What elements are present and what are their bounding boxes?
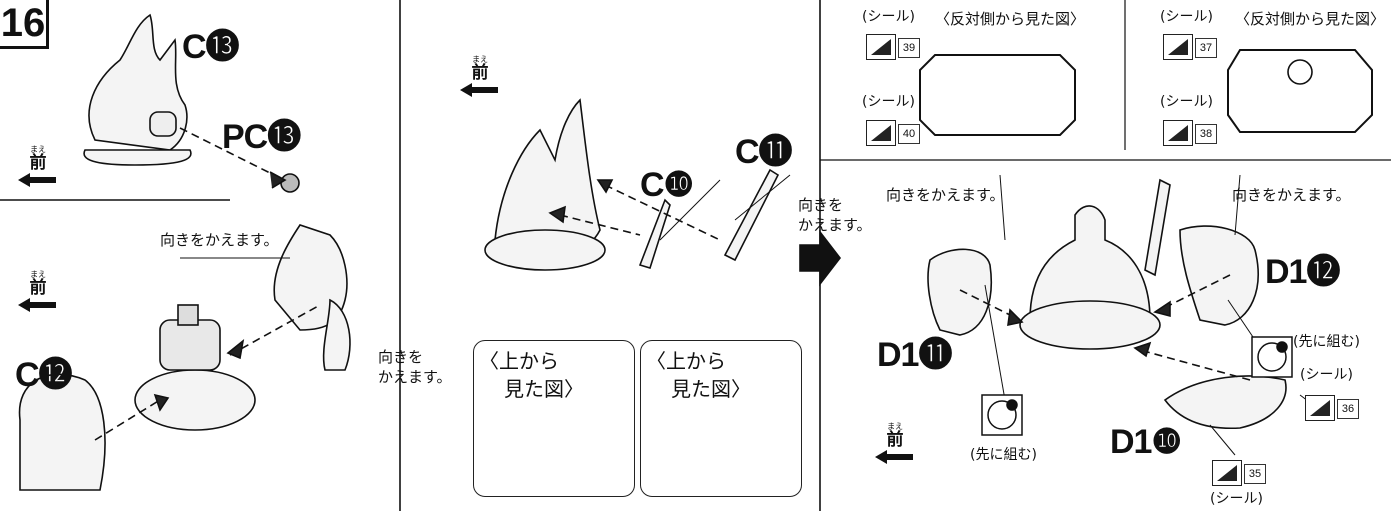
front-label: 前 [29,278,47,298]
top-view-title-a: 〈上から [479,349,559,373]
seal-label: (シール) [862,94,915,110]
sticker-swatch [1305,395,1335,421]
seal-label: (シール) [1300,367,1353,383]
part-label-c13: C⓭ [182,28,240,66]
sticker-number: 38 [1195,124,1217,144]
front-label: 前 [471,63,489,83]
sticker-mark-icon [1168,39,1188,55]
front-label: 前 [886,430,904,450]
sticker-number: 35 [1244,464,1266,484]
seal-label: (シール) [1160,94,1213,110]
turn-around-note-b: かえます。 [798,216,872,234]
opposite-view-title: 〈反対側から見た図〉 [1235,10,1386,28]
front-indicator: まえ 前 [460,55,500,101]
sticker-swatch [1163,120,1193,146]
sticker-mark-icon [1310,400,1330,416]
front-indicator: まえ 前 [18,145,58,191]
part-label-pc13: PC⓭ [222,118,301,156]
front-ruby: まえ [30,145,46,154]
part-label-c10: C❿ [640,166,694,204]
front-label: 前 [29,153,47,173]
sticker-swatch [1163,34,1193,60]
sticker-number: 36 [1337,399,1359,419]
front-arrow-icon [875,450,913,464]
front-indicator: まえ 前 [875,422,915,468]
front-arrow-icon [460,83,498,97]
front-ruby: まえ [887,422,903,431]
part-label-c12: C⓬ [15,356,73,394]
front-arrow-icon [18,298,56,312]
sticker-swatch [866,120,896,146]
sticker-mark-icon [871,125,891,141]
top-view-box: 〈上から 見た図〉 [473,340,635,497]
sticker-number: 40 [898,124,920,144]
opposite-view-title: 〈反対側から見た図〉 [935,10,1086,28]
sticker-mark-icon [1168,125,1188,141]
top-view-title-a: 〈上から [646,349,726,373]
sticker-swatch [866,34,896,60]
seal-label: (シール) [1210,491,1263,507]
sticker-mark-icon [1217,465,1237,481]
turn-around-note-a: 向きを [378,348,424,366]
part-label-d1-11: D1⓫ [877,336,952,374]
turn-around-note-a: 向きを [798,196,844,214]
sticker-mark-icon [871,39,891,55]
turn-around-note: 向きをかえます。 [886,186,1005,204]
turn-around-note: 向きをかえます。 [160,231,279,249]
part-label-d1-10: D1❿ [1110,423,1182,461]
sticker-swatch [1212,460,1242,486]
seal-label: (シール) [1160,9,1213,25]
turn-around-note: 向きをかえます。 [1232,186,1351,204]
sticker-number: 37 [1195,38,1217,58]
top-view-box: 〈上から 見た図〉 [640,340,802,497]
front-ruby: まえ [30,270,46,279]
front-ruby: まえ [472,55,488,64]
front-arrow-icon [18,173,56,187]
top-view-title-b: 見た図〉 [671,377,751,401]
turn-around-note-b: かえます。 [378,368,452,386]
top-view-title-b: 見た図〉 [504,377,584,401]
assemble-first-note: (先に組む) [970,447,1037,463]
step-number: 16 [0,0,49,49]
seal-label: (シール) [862,9,915,25]
part-label-c11: C⓫ [735,133,793,171]
assemble-first-note: (先に組む) [1293,334,1360,350]
part-label-d1-12: D1⓬ [1265,253,1340,291]
sticker-number: 39 [898,38,920,58]
front-indicator: まえ 前 [18,270,58,316]
